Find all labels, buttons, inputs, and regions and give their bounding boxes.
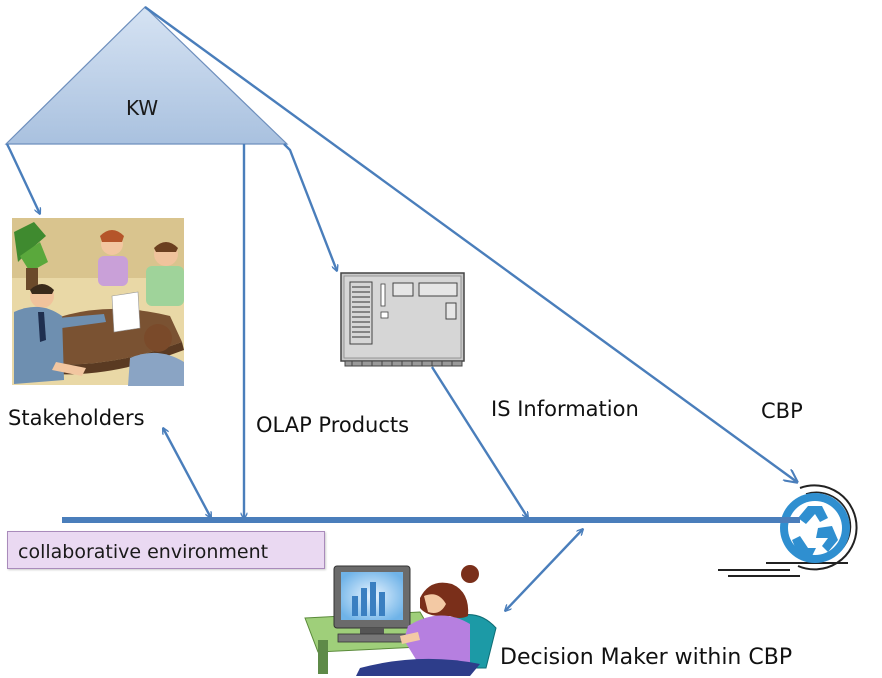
cbp-label: CBP: [761, 399, 803, 423]
decision-maker-label: Decision Maker within CBP: [500, 645, 793, 670]
arrow-olap-to-collaborative-environment: [430, 366, 528, 518]
arrow-stakeholders-collaborative-environment: [163, 428, 211, 518]
kw-triangle: [4, 6, 289, 145]
stakeholders-label: Stakeholders: [8, 406, 145, 430]
olap-products-label: OLAP Products: [256, 413, 410, 437]
recycle-cycle-icon: [718, 484, 858, 577]
arrow-kw-to-olap: [283, 143, 337, 271]
server-computer-icon: [340, 272, 465, 367]
is-information-label: IS Information: [491, 397, 639, 421]
arrow-kw-to-stakeholders: [5, 143, 40, 214]
collaborative-environment-box: collaborative environment: [7, 531, 325, 569]
arrow-kw-to-cbp: [144, 6, 797, 482]
kw-label: KW: [126, 96, 159, 120]
arrow-decision-maker-collaborative-environment: [505, 529, 583, 611]
meeting-clipart-icon: [12, 218, 184, 386]
person-at-computer-icon: [304, 565, 497, 676]
collaborative-environment-label: collaborative environment: [18, 541, 269, 563]
arrows: [5, 6, 797, 611]
